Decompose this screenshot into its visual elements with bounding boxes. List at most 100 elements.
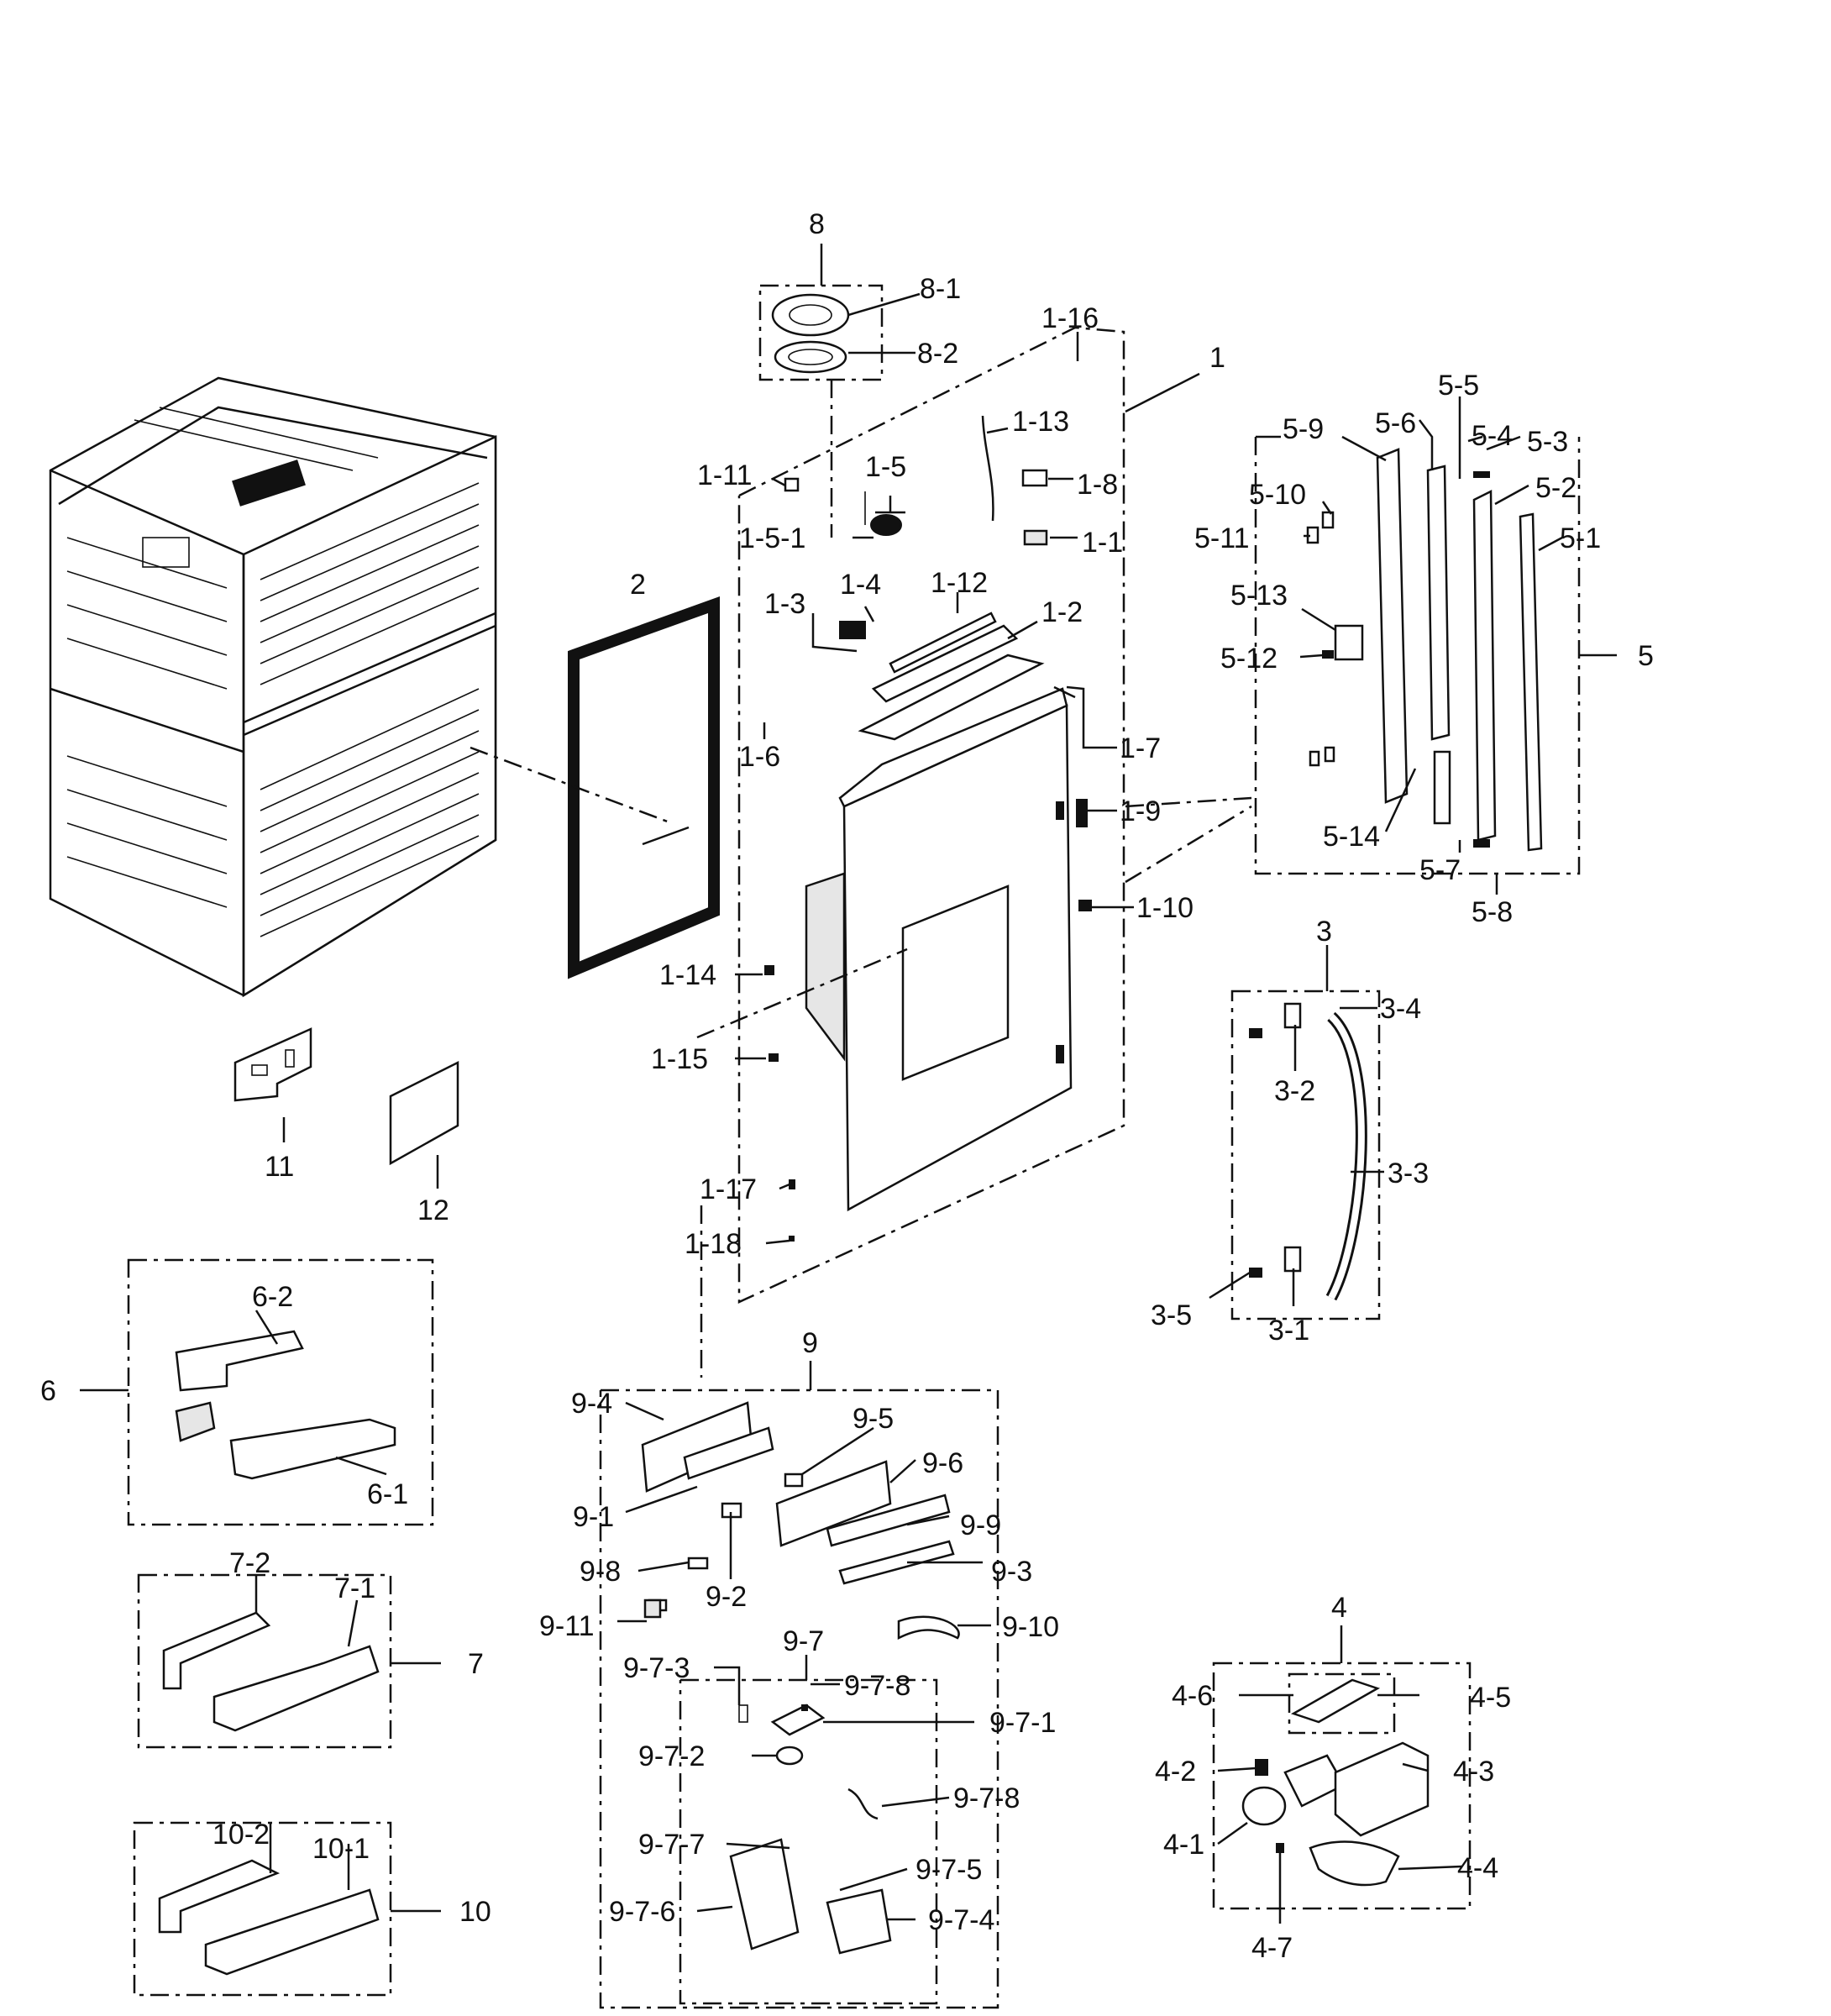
- refrigerator-cabinet: [49, 376, 497, 998]
- part-10-box: [133, 1821, 392, 1997]
- callout-4: 4: [1331, 1592, 1347, 1624]
- callout-6-2: 6-2: [252, 1281, 293, 1313]
- callout-9-4: 9-4: [571, 1388, 612, 1420]
- callout-9-3: 9-3: [991, 1556, 1032, 1588]
- part-6-box: [127, 1258, 434, 1526]
- callout-3-1: 3-1: [1268, 1315, 1309, 1347]
- callout-1-15: 1-15: [651, 1043, 708, 1075]
- callout-1-16: 1-16: [1041, 302, 1099, 334]
- callout-5-14: 5-14: [1323, 821, 1380, 853]
- callout-8-2: 8-2: [917, 338, 958, 370]
- callout-5-13: 5-13: [1230, 580, 1288, 612]
- callout-3-3: 3-3: [1388, 1158, 1429, 1189]
- callout-5-11: 5-11: [1194, 522, 1250, 554]
- callout-1: 1: [1209, 342, 1225, 374]
- callout-1-1: 1-1: [1082, 527, 1123, 559]
- callout-9-2: 9-2: [706, 1581, 747, 1613]
- callout-1-7: 1-7: [1120, 732, 1161, 764]
- callout-3-4: 3-4: [1380, 993, 1421, 1025]
- callout-6-1: 6-1: [367, 1478, 408, 1510]
- callout-1-17: 1-17: [700, 1173, 757, 1205]
- callout-10-1: 10-1: [312, 1833, 370, 1865]
- part-3-handle: [1249, 1002, 1367, 1301]
- callout-5-9: 5-9: [1283, 413, 1324, 445]
- callout-1-10: 1-10: [1136, 892, 1194, 924]
- callout-1-3: 1-3: [764, 588, 805, 620]
- part-3-box: [1230, 990, 1381, 1320]
- part-7-bins: [162, 1611, 380, 1732]
- callout-1-9: 1-9: [1120, 795, 1161, 827]
- part-4-assembly: [1241, 1678, 1430, 1887]
- callout-1-12: 1-12: [931, 567, 988, 599]
- callout-9-1: 9-1: [573, 1501, 614, 1533]
- callout-8: 8: [809, 208, 825, 240]
- part-8-group: [758, 284, 884, 381]
- part-4-box: [1212, 1662, 1472, 1910]
- callout-1-5: 1-5: [865, 451, 906, 483]
- callout-1-11: 1-11: [697, 459, 753, 491]
- callout-3-5: 3-5: [1151, 1299, 1192, 1331]
- callout-9-7-3: 9-7-3: [623, 1652, 690, 1684]
- callout-5-12: 5-12: [1220, 643, 1278, 675]
- callout-5-2: 5-2: [1535, 472, 1577, 504]
- callout-9: 9: [802, 1327, 818, 1359]
- callout-1-2: 1-2: [1041, 596, 1083, 628]
- callout-7-2: 7-2: [229, 1547, 270, 1579]
- callout-6: 6: [40, 1375, 56, 1407]
- callout-4-2: 4-2: [1155, 1756, 1196, 1788]
- callout-9-7-7: 9-7-7: [638, 1829, 705, 1861]
- callout-labels: 8 8-1 8-2 1-16 1 1-13 1-11 1-5 1-8 1-5-1…: [40, 208, 1654, 1964]
- callout-1-13: 1-13: [1012, 406, 1069, 438]
- callout-8-1: 8-1: [920, 273, 961, 305]
- callout-5-10: 5-10: [1249, 479, 1306, 511]
- callout-9-9: 9-9: [960, 1509, 1001, 1541]
- callout-4-4: 4-4: [1457, 1852, 1498, 1884]
- callout-9-7-8-upper: 9-7-8: [844, 1670, 910, 1702]
- door-top-parts: [764, 415, 1092, 1242]
- callout-5-6: 5-6: [1375, 407, 1416, 439]
- callout-9-10: 9-10: [1002, 1611, 1059, 1643]
- callout-1-4: 1-4: [840, 569, 881, 601]
- callout-10-2: 10-2: [212, 1819, 270, 1851]
- part-6-bins: [175, 1330, 396, 1480]
- callout-1-6: 1-6: [739, 741, 780, 773]
- callout-2: 2: [630, 569, 646, 601]
- callout-12: 12: [417, 1194, 449, 1226]
- door-panel: [805, 687, 1073, 1212]
- part-10-bins: [158, 1859, 380, 1976]
- leader-lines: [80, 244, 1617, 1924]
- callout-4-3: 4-3: [1453, 1756, 1494, 1788]
- callout-5-7: 5-7: [1419, 854, 1461, 886]
- callout-9-7-2: 9-7-2: [638, 1740, 705, 1772]
- callout-5: 5: [1638, 640, 1654, 672]
- callout-9-7-5: 9-7-5: [916, 1854, 982, 1886]
- part-9-7-parts: [729, 1704, 892, 1955]
- part-12-cover: [389, 1060, 459, 1166]
- callout-7-1: 7-1: [334, 1572, 375, 1604]
- callout-9-11: 9-11: [539, 1610, 595, 1642]
- callout-9-7-8-lower: 9-7-8: [953, 1782, 1020, 1814]
- callout-11: 11: [265, 1151, 294, 1183]
- callout-4-5: 4-5: [1470, 1682, 1511, 1714]
- callout-9-6: 9-6: [922, 1447, 963, 1479]
- part-5-group: [1306, 448, 1543, 852]
- callout-3: 3: [1316, 916, 1332, 948]
- callout-1-14: 1-14: [659, 959, 716, 991]
- callout-4-7: 4-7: [1251, 1932, 1293, 1964]
- part-11-bracket: [233, 1027, 312, 1102]
- callout-5-1: 5-1: [1560, 522, 1601, 554]
- part-9-dispenser: [641, 1401, 960, 1641]
- callout-1-8: 1-8: [1077, 469, 1118, 501]
- callout-5-5: 5-5: [1438, 370, 1479, 402]
- callout-9-7-6: 9-7-6: [609, 1896, 675, 1928]
- callout-3-2: 3-2: [1274, 1075, 1315, 1107]
- callout-7: 7: [468, 1648, 484, 1680]
- part-7-box: [137, 1573, 392, 1749]
- callout-1-5-1: 1-5-1: [739, 522, 805, 554]
- callout-5-8: 5-8: [1472, 896, 1513, 928]
- door-gasket: [568, 596, 720, 979]
- callout-9-8: 9-8: [580, 1556, 621, 1588]
- callout-4-6: 4-6: [1172, 1680, 1213, 1712]
- callout-9-7-1: 9-7-1: [989, 1707, 1056, 1739]
